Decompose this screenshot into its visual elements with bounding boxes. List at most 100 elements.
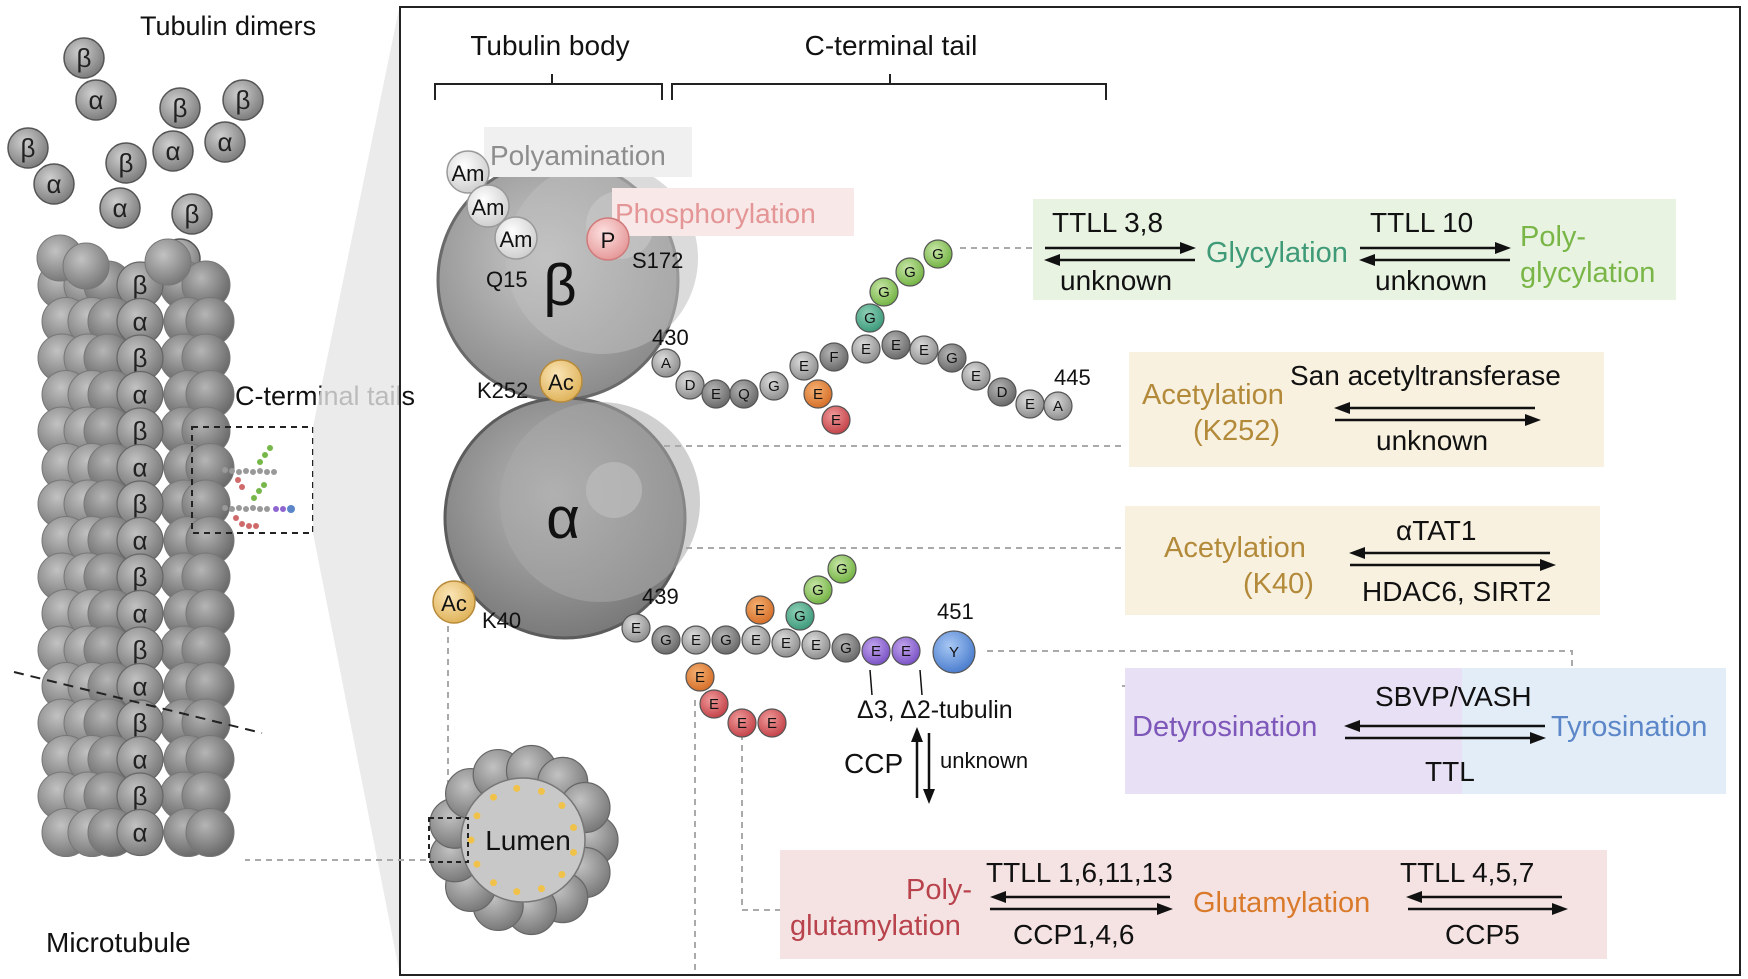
dimer-beta: β	[236, 85, 251, 115]
beta-tail-residue	[789, 351, 819, 381]
mt-subunit-label: α	[132, 745, 147, 775]
ccp5-label: CCP5	[1445, 919, 1520, 950]
atat1-label: αTAT1	[1396, 515, 1477, 546]
alpha-tail-residue	[831, 633, 861, 663]
beta-glu-residue-label: E	[813, 386, 823, 403]
beta-gly-residue	[923, 239, 953, 269]
ct-tail-label: C-terminal tail	[805, 30, 978, 61]
acet-k252-label-1: Acetylation	[1142, 379, 1284, 411]
amine-beads: Am Am Am	[446, 150, 538, 260]
dimer-alpha: α	[46, 169, 61, 199]
microtubule-label: Microtubule	[46, 927, 191, 958]
glycylation-label: Glycylation	[1206, 237, 1348, 269]
alpha-glu-residue-label: E	[695, 669, 705, 686]
alpha-tail-residue	[621, 613, 651, 643]
beta-tail-residue	[851, 334, 881, 364]
mt-subunit-label: α	[132, 453, 147, 483]
k40-site-dot	[489, 793, 497, 801]
tyr-arrows	[1344, 720, 1546, 744]
ttll38-label: TTLL 3,8	[1052, 207, 1163, 238]
lumen-core	[460, 777, 586, 903]
ttll-1-6-11-13-label: TTLL 1,6,11,13	[986, 857, 1173, 888]
detail-panel	[399, 6, 1741, 976]
mt-subunit-label: α	[132, 526, 147, 556]
beta-tail-residue-label: Q	[738, 386, 750, 403]
phosphorylation-label: Phosphorylation	[615, 198, 816, 229]
detyrosination-label: Detyrosination	[1132, 711, 1317, 743]
alpha-tail-residue	[711, 625, 741, 655]
acetylation-k252-box: Acetylation (K252) San acetyltransferase…	[1129, 352, 1604, 467]
beta-glu-residue-label: E	[831, 412, 841, 429]
alpha-glu-residue	[699, 689, 729, 719]
ac-k40-label: Ac	[441, 591, 467, 616]
alpha-tail-residue-label: E	[811, 637, 821, 654]
mt-subunit-label: α	[132, 672, 147, 702]
k40-site-dot	[513, 888, 521, 896]
acet-k40-label-2: (K40)	[1243, 568, 1314, 600]
beta-tail-residue	[1043, 391, 1073, 421]
ac-bead-k40	[432, 580, 476, 624]
alpha-tyrosine	[932, 630, 976, 674]
alpha-tail-residue	[891, 636, 921, 666]
alpha-tail-start: 439	[642, 584, 679, 609]
beta-tail-residue-label: E	[861, 341, 871, 358]
k40-site-dot	[467, 836, 475, 844]
lumen-inset-box	[428, 817, 469, 863]
acet-k252-unknown: unknown	[1376, 425, 1488, 456]
delta3-tick	[869, 669, 873, 696]
alpha-gly-residue	[745, 595, 775, 625]
alpha-tail-residue-label: E	[871, 643, 881, 660]
glycylation-box: TTLL 3,8 unknown Glycylation TTLL 10 unk…	[1033, 199, 1676, 300]
beta-gly-residue	[855, 303, 885, 333]
alpha-gly-residue-label: E	[755, 602, 765, 619]
polyamination-bg	[484, 127, 692, 177]
beta-tail-residue-label: E	[711, 386, 721, 403]
k40-site-dot	[537, 885, 545, 893]
acet-k252-label-2: (K252)	[1193, 415, 1280, 447]
alpha-gly-residue-label: G	[794, 608, 806, 625]
beta-tail-residue-label: E	[919, 342, 929, 359]
alpha-tail-residue-label: E	[781, 635, 791, 652]
left-panel: Tubulin dimers β α β α β α β α β α β	[7, 4, 415, 975]
alpha-tail-residue-label: G	[720, 632, 732, 649]
phospho-bead-label: P	[601, 228, 616, 253]
ac-bead-k252	[539, 359, 583, 403]
alpha-tail-end: 451	[937, 599, 974, 624]
alpha-tail-residue-label: E	[901, 643, 911, 660]
ac-k252-label: Ac	[548, 370, 574, 395]
mt-subunit-label: β	[133, 708, 148, 738]
mini-tails	[222, 445, 295, 529]
ccp-label: CCP	[844, 748, 903, 779]
alpha-tail-residue-label: E	[751, 632, 761, 649]
alpha-tail-residue-label: E	[631, 620, 641, 637]
lumen-label: Lumen	[485, 825, 571, 856]
beta-tail-residue-label: E	[971, 368, 981, 385]
dimer-alpha: α	[112, 193, 127, 223]
dimer-alpha: α	[88, 85, 103, 115]
k252-label: K252	[477, 378, 528, 403]
polyglycylation-line1: Poly-	[1520, 221, 1586, 253]
alpha-gly-residue-label: G	[836, 561, 848, 578]
k40-site-dot	[473, 860, 481, 868]
acet-k252-arrows	[1334, 402, 1541, 426]
alpha-tail-residue	[681, 625, 711, 655]
alpha-gly-residue-label: G	[812, 582, 824, 599]
polyamination-label: Polyamination	[490, 140, 666, 171]
phospho-bead	[586, 217, 630, 261]
glycyl-unknown-2: unknown	[1375, 265, 1487, 296]
mt-subunit-label: α	[132, 599, 147, 629]
mt-base-mask	[30, 898, 240, 938]
beta-tail-residue	[675, 370, 705, 400]
san-acetyltransferase-label: San acetyltransferase	[1290, 360, 1561, 391]
mt-subunit	[62, 242, 110, 290]
alpha-tail-residue-label: G	[840, 640, 852, 657]
am-bead: Am	[472, 195, 505, 220]
beta-tail-residue-label: D	[997, 384, 1008, 401]
k40-site-dot	[558, 802, 566, 810]
k40-site-dot	[513, 784, 521, 792]
mt-subunit-label: β	[133, 343, 148, 373]
alpha-gly-residue	[785, 601, 815, 631]
ttll-4-5-7-label: TTLL 4,5,7	[1400, 857, 1534, 888]
